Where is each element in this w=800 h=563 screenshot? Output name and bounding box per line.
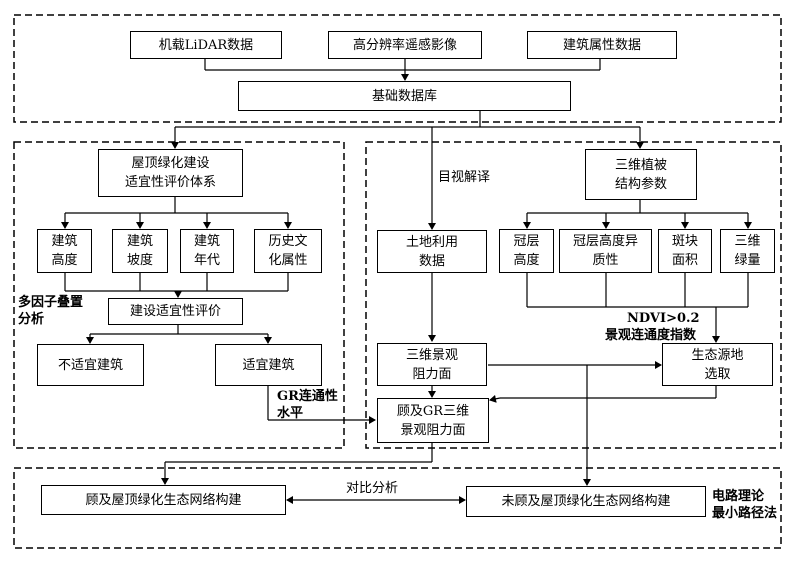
building-attr-box: 建筑属性数据: [527, 31, 677, 59]
patch-area-box: 斑块 面积: [658, 229, 712, 273]
circuit-theory-label: 电路理论 最小路径法: [712, 489, 778, 521]
group-frames: [13, 14, 782, 549]
gr-connectivity-label: GR连通性 水平: [277, 389, 338, 421]
right-frame: [365, 141, 782, 449]
factor-historical-attr: 历史文 化属性: [254, 229, 322, 273]
unsuitable-building-box: 不适宜建筑: [37, 344, 144, 386]
eval-system-box: 屋顶绿化建设 适宜性评价体系: [98, 149, 243, 197]
land-use-box: 土地利用 数据: [377, 230, 487, 273]
compare-analysis-label: 对比分析: [346, 481, 399, 496]
suitability-eval-box: 建设适宜性评价: [108, 298, 243, 325]
visual-interpretation-label: 目视解译: [438, 170, 491, 185]
lidar-data-box: 机载LiDAR数据: [130, 31, 282, 59]
ndvi-label: NDVI>0.2: [627, 311, 700, 326]
landscape-connectivity-label: 景观连通度指数: [605, 328, 697, 343]
remote-sensing-box: 高分辨率遥感影像: [328, 31, 482, 59]
bottom-frame: [13, 467, 782, 549]
veg-structure-params-box: 三维植被 结构参数: [585, 149, 697, 200]
canopy-heterogeneity-box: 冠层高度异 质性: [559, 229, 652, 273]
overlay-analysis-label: 多因子叠置 分析: [18, 295, 84, 327]
canopy-height-box: 冠层 高度: [499, 229, 554, 273]
gr-resistance-box: 顾及GR三维 景观阻力面: [377, 398, 489, 443]
factor-building-height: 建筑 高度: [37, 229, 92, 273]
with-gr-network-box: 顾及屋顶绿化生态网络构建: [41, 485, 286, 515]
top-frame: [13, 14, 782, 123]
factor-building-age: 建筑 年代: [180, 229, 234, 273]
source-selection-box: 生态源地 选取: [662, 343, 773, 386]
left-frame: [13, 141, 345, 449]
suitable-building-box: 适宜建筑: [215, 344, 322, 386]
factor-building-slope: 建筑 坡度: [112, 229, 168, 273]
database-box: 基础数据库: [238, 81, 571, 111]
green-volume-box: 三维 绿量: [720, 229, 775, 273]
resistance-3d-box: 三维景观 阻力面: [377, 343, 487, 386]
without-gr-network-box: 未顾及屋顶绿化生态网络构建: [466, 486, 706, 517]
